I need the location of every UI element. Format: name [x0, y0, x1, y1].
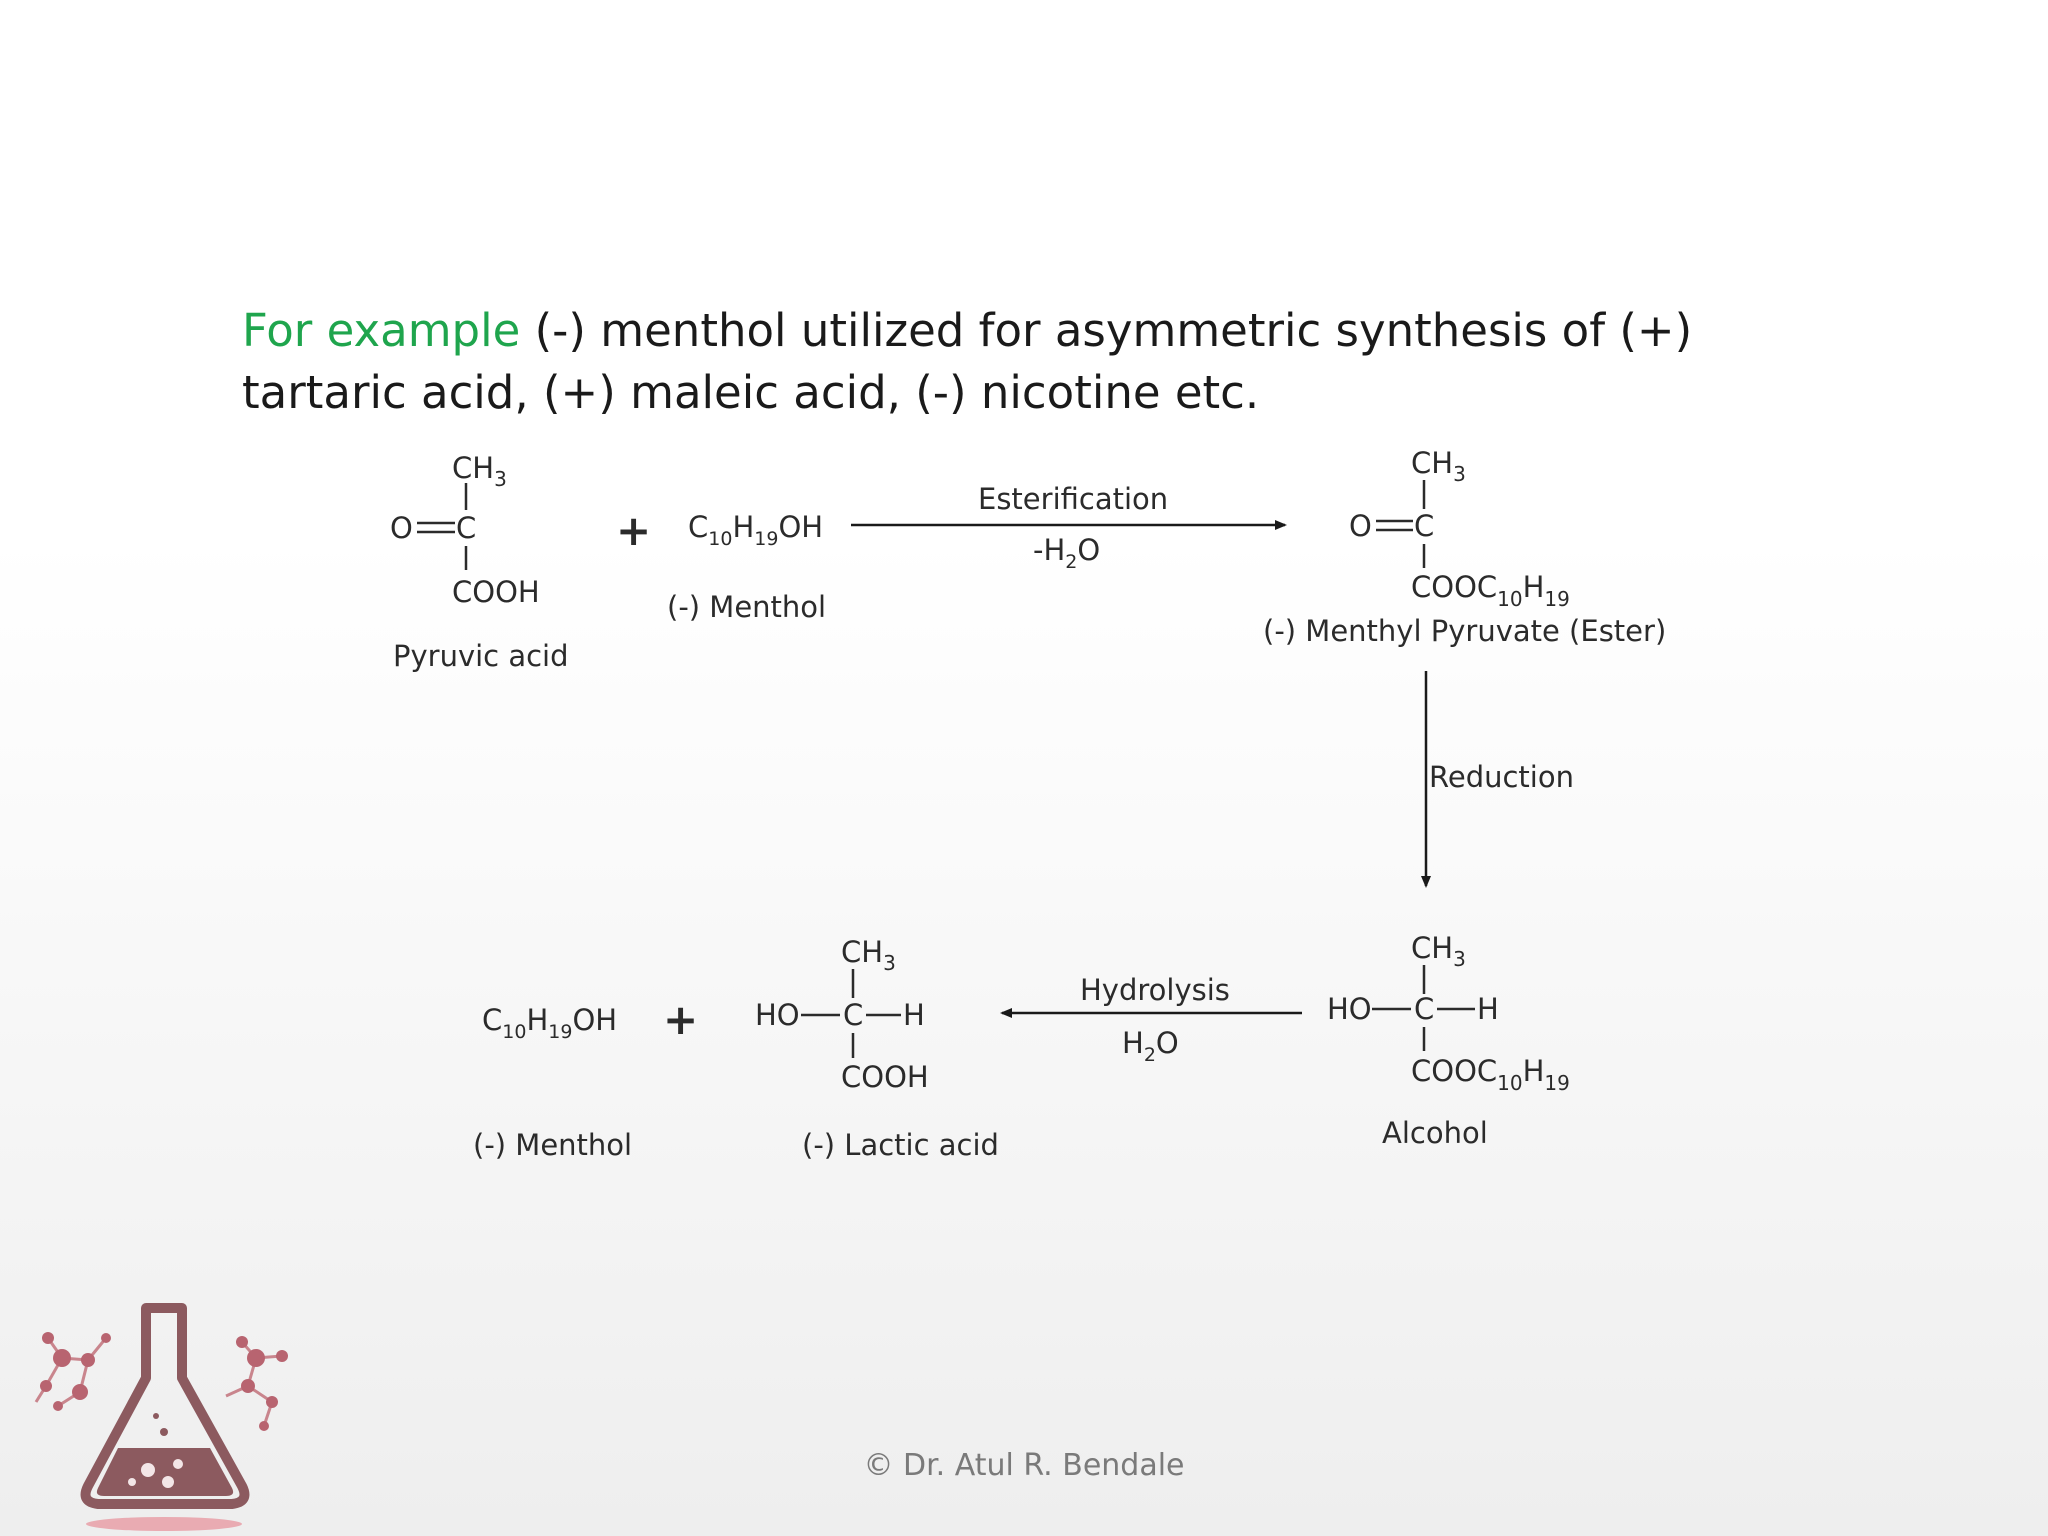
lactic-hydrogen: H: [903, 998, 925, 1032]
alcohol-label: Alcohol: [1382, 1116, 1488, 1150]
pyruvic-methyl: CH3: [452, 451, 507, 491]
menthol-product-structure: C10H19OH (-) Menthol: [473, 1003, 632, 1162]
hydrolysis-arrow: Hydrolysis H2O: [1000, 973, 1302, 1066]
menthol-label: (-) Menthol: [667, 590, 826, 624]
intro-lead: For example: [242, 304, 521, 357]
pyruvic-acid-structure: CH3 O C COOH Pyruvic acid: [390, 451, 569, 673]
chemistry-flask-icon: [34, 1303, 288, 1531]
plus-sign: +: [663, 995, 698, 1044]
menthyl-pyruvate-structure: CH3 O C COOC10H19 (-) Menthyl Pyruvate (…: [1263, 446, 1666, 648]
menthol-structure: C10H19OH (-) Menthol: [667, 510, 826, 624]
pyruvic-carbon: C: [456, 511, 476, 545]
pyruvic-acid-label: Pyruvic acid: [393, 639, 569, 673]
alcohol-hydrogen: H: [1477, 992, 1499, 1026]
reduction-arrow: Reduction: [1421, 671, 1574, 888]
lactic-acid-label: (-) Lactic acid: [802, 1128, 999, 1162]
menthol-formula: C10H19OH: [482, 1003, 617, 1043]
alcohol-methyl: CH3: [1411, 931, 1466, 971]
plus-sign: +: [616, 506, 651, 555]
hydrolysis-condition: H2O: [1122, 1026, 1179, 1066]
copyright-footer: © Dr. Atul R. Bendale: [863, 1448, 1185, 1483]
ester-label: (-) Menthyl Pyruvate (Ester): [1263, 614, 1666, 648]
alcohol-ester-group: COOC10H19: [1411, 1054, 1570, 1095]
lactic-hydroxyl: HO: [755, 998, 800, 1032]
esterification-condition: -H2O: [1033, 533, 1100, 573]
ester-methyl: CH3: [1411, 446, 1466, 486]
reduction-label: Reduction: [1429, 760, 1574, 794]
lactic-acid-structure: CH3 HO C H COOH (-) Lactic acid: [755, 935, 999, 1162]
esterification-arrow: Esterification -H2O: [851, 482, 1287, 573]
alcohol-structure: CH3 HO C H COOC10H19 Alcohol: [1327, 931, 1570, 1150]
pyruvic-oxygen: O: [390, 511, 413, 545]
menthol-label: (-) Menthol: [473, 1128, 632, 1162]
intro-text: (-) menthol utilized for asymmetric synt…: [242, 304, 1693, 419]
ester-group: COOC10H19: [1411, 570, 1570, 611]
hydrolysis-label: Hydrolysis: [1080, 973, 1230, 1007]
alcohol-carbon: C: [1414, 992, 1434, 1026]
ester-carbon: C: [1414, 509, 1434, 543]
menthol-formula: C10H19OH: [688, 510, 823, 550]
alcohol-hydroxyl: HO: [1327, 992, 1372, 1026]
intro-paragraph: For example (-) menthol utilized for asy…: [242, 300, 1802, 424]
ester-oxygen: O: [1349, 509, 1372, 543]
lactic-carbon: C: [843, 998, 863, 1032]
pyruvic-carboxyl: COOH: [452, 575, 540, 609]
lactic-carboxyl: COOH: [841, 1060, 929, 1094]
lactic-methyl: CH3: [841, 935, 896, 975]
esterification-label: Esterification: [978, 482, 1168, 516]
